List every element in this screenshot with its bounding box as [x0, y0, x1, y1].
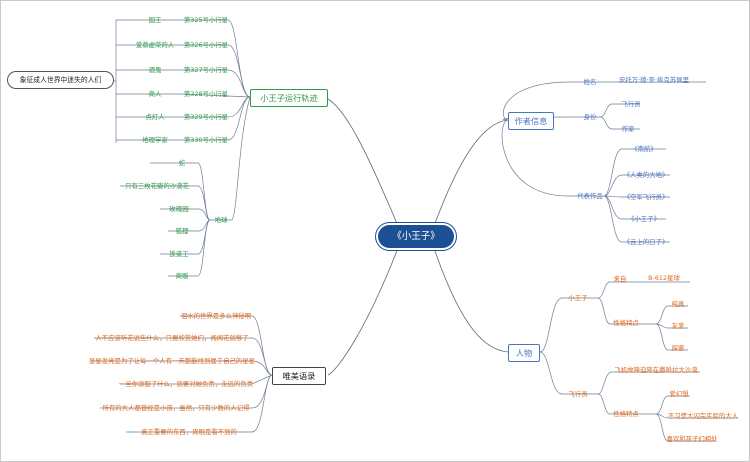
author-work-2[interactable]: 《人类的大地》 [623, 171, 669, 179]
author-identity-2[interactable]: 作家 [621, 125, 635, 133]
topic-characters[interactable]: 人物 [508, 344, 540, 362]
earth-label[interactable]: 地球 [214, 216, 228, 224]
prince-trait-2[interactable]: 友爱 [671, 322, 685, 330]
earth-item-4[interactable]: 狐狸 [175, 227, 189, 235]
link-root-characters [433, 247, 509, 353]
orbit-planet-6[interactable]: 第330号小行星 [183, 136, 229, 144]
orbit-planet-1[interactable]: 第325号小行星 [183, 16, 229, 24]
earth-item-6[interactable]: 商贩 [175, 272, 189, 280]
prince-label[interactable]: 小王子 [568, 294, 588, 302]
pilot-event[interactable]: 飞机故障迫降在撒哈拉大沙漠 [614, 366, 698, 374]
topic-quotes[interactable]: 唯美语录 [272, 367, 326, 385]
link-root-author [433, 119, 509, 227]
pilot-trait-3[interactable]: 喜欢和孩子们相处 [666, 435, 718, 443]
topic-orbit[interactable]: 小王子运行轨迹 [250, 89, 328, 107]
quote-6[interactable]: 真正重要的东西，肉眼是看不到的 [141, 428, 237, 436]
orbit-person-4[interactable]: 商人 [148, 90, 162, 98]
quote-1[interactable]: 泪水的世界是多么神秘啊 [180, 312, 252, 320]
author-work-1[interactable]: 《南航》 [631, 145, 657, 153]
author-work-4[interactable]: 《小王子》 [628, 215, 660, 223]
orbit-person-1[interactable]: 国王 [148, 16, 162, 24]
author-works-label[interactable]: 代表作品 [577, 192, 603, 200]
quote-5[interactable]: 所有的大人都曾经是小孩，虽然，只有少数的人记得 [102, 404, 250, 412]
author-identity-label[interactable]: 身份 [583, 113, 597, 121]
link-root-quotes [327, 247, 399, 376]
orbit-planet-4[interactable]: 第328号小行星 [183, 90, 229, 98]
prince-trait-3[interactable]: 探索 [671, 344, 685, 352]
pilot-trait-2[interactable]: 不习惯大闪完实际的大人 [667, 412, 739, 420]
quote-3[interactable]: 星星发亮是为了让每一个人有一天都能找到属于自己的星星 [88, 357, 256, 365]
prince-traits-label[interactable]: 性格特点 [613, 319, 639, 327]
pilot-trait-1[interactable]: 爱幻想 [669, 390, 689, 398]
author-identity-1[interactable]: 飞行员 [621, 100, 641, 108]
root-topic[interactable]: 《小王子》 [378, 225, 454, 248]
earth-item-2[interactable]: 只有三枚花瓣的沙漠花 [125, 182, 189, 190]
quote-4[interactable]: 一旦你驯服了什么，就要对她负责，永远的负责 [118, 380, 254, 388]
earth-item-3[interactable]: 玫瑰园 [169, 205, 189, 213]
author-work-3[interactable]: 《空军飞行员》 [623, 193, 669, 201]
orbit-person-5[interactable]: 点灯人 [145, 113, 165, 121]
orbit-person-6[interactable]: 地理学家 [142, 136, 168, 144]
author-name-label[interactable]: 姓名 [583, 78, 597, 86]
orbit-person-2[interactable]: 爱慕虚荣的人 [135, 41, 175, 49]
author-name[interactable]: 安托万·德·圣·埃克苏佩里 [619, 76, 689, 84]
prince-origin-label[interactable]: 来自 [613, 275, 627, 283]
orbit-person-3[interactable]: 酒鬼 [148, 66, 162, 74]
prince-trait-1[interactable]: 纯真 [671, 300, 685, 308]
earth-item-1[interactable]: 蛇 [178, 159, 186, 167]
pilot-traits-label[interactable]: 性格特点 [613, 410, 639, 418]
prince-origin[interactable]: B-612星球 [648, 274, 680, 282]
boundary-summary[interactable]: 象征成人世界中迷失的人们 [7, 71, 114, 89]
author-work-5[interactable]: 《云上的日子》 [623, 238, 669, 246]
topic-author[interactable]: 作者信息 [508, 112, 554, 130]
orbit-planet-3[interactable]: 第327号小行星 [183, 66, 229, 74]
pilot-label[interactable]: 飞行员 [568, 390, 588, 398]
quote-2[interactable]: 人不应该听花说些什么，只要欣赏她们，闻闻花就够了 [95, 334, 249, 342]
orbit-planet-2[interactable]: 第326号小行星 [183, 41, 229, 49]
earth-item-5[interactable]: 扳道工 [169, 250, 189, 258]
orbit-planet-5[interactable]: 第329号小行星 [183, 113, 229, 121]
link-root-orbit [327, 98, 399, 227]
